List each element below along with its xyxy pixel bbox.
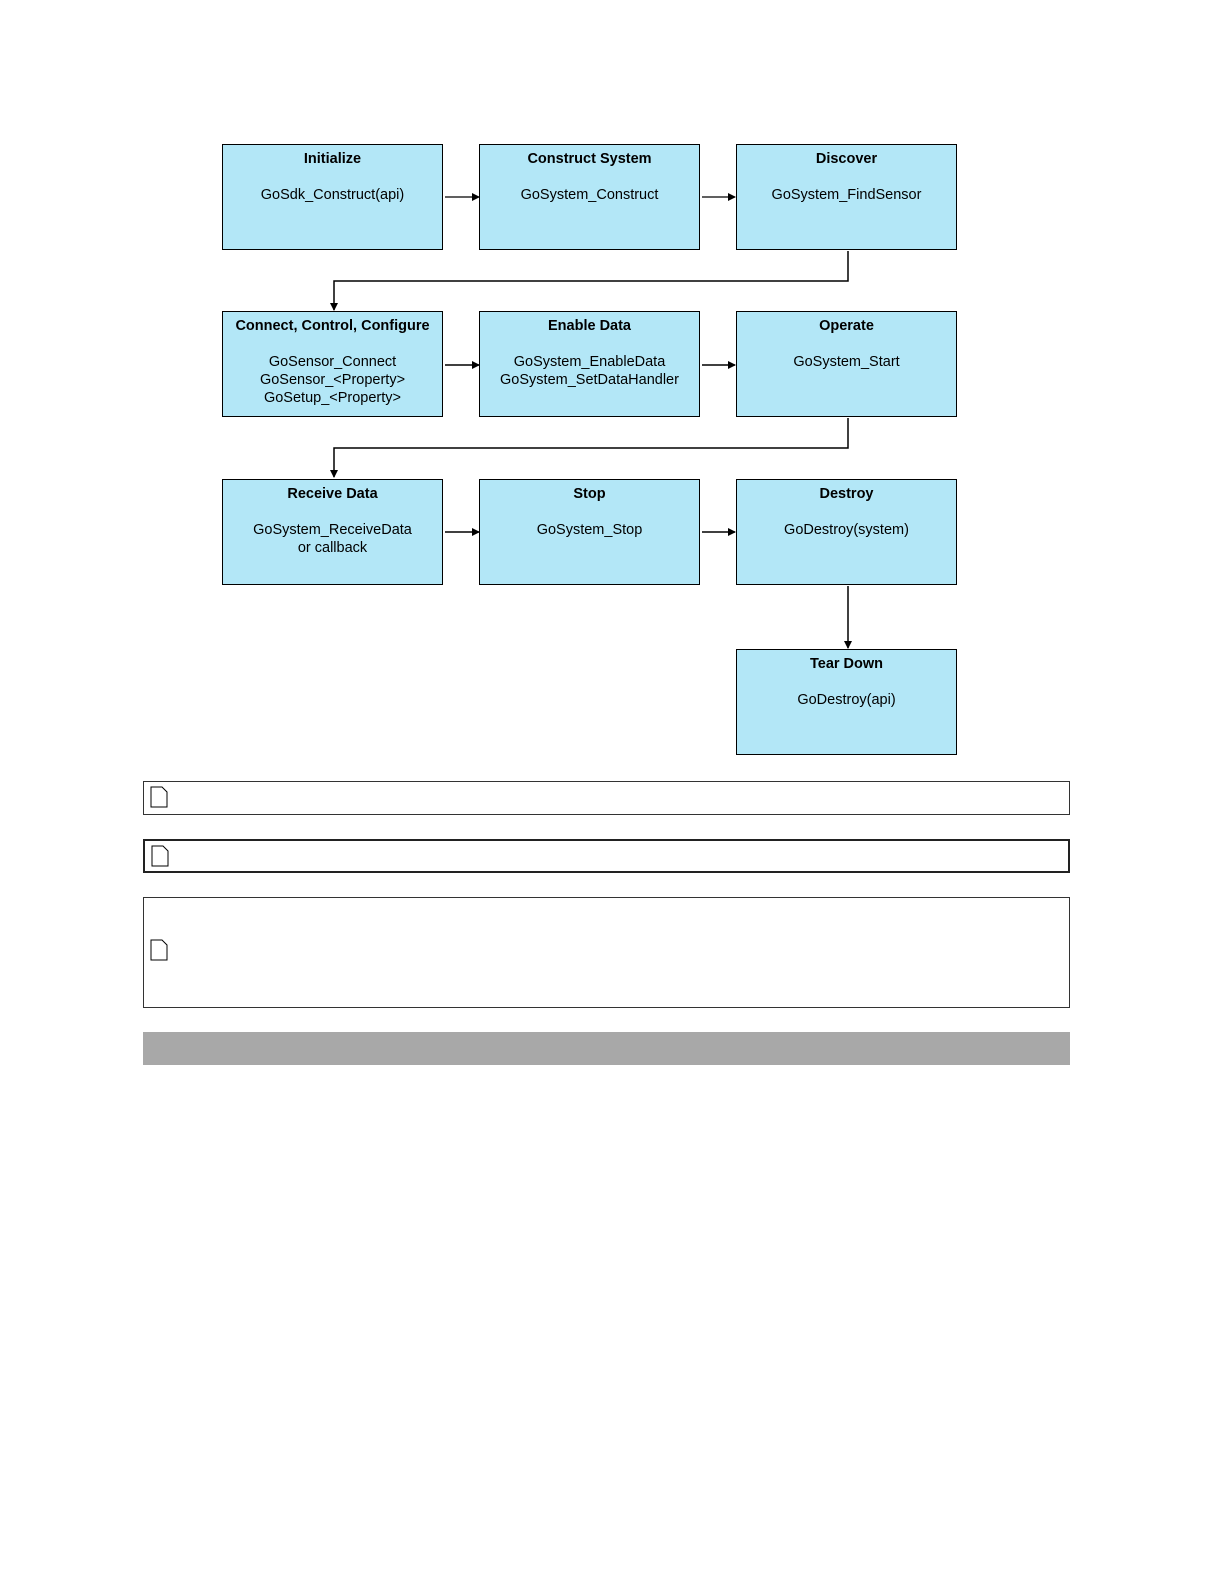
- step-code-line: GoSystem_FindSensor: [771, 187, 922, 203]
- step-title: Operate: [819, 318, 874, 334]
- gray-section-bar: [143, 1032, 1070, 1065]
- step-code-line: GoSensor_Connect: [268, 354, 397, 370]
- step-initialize: Initialize GoSdk_Construct(api): [222, 144, 443, 250]
- step-code: GoSystem_Stop: [480, 521, 699, 539]
- step-destroy: Destroy GoDestroy(system): [736, 479, 957, 585]
- note-box-3: [143, 897, 1070, 1008]
- step-code: GoSystem_ReceiveData or callback: [223, 521, 442, 557]
- step-code-line: GoSystem_ReceiveData: [253, 522, 412, 538]
- step-enable-data: Enable Data GoSystem_EnableData GoSystem…: [479, 311, 700, 417]
- step-code-line: GoSensor_<Property>: [259, 372, 406, 388]
- step-code: GoSystem_Construct: [480, 186, 699, 204]
- step-code-line: GoDestroy(api): [797, 692, 896, 708]
- step-code-line: GoSystem_Stop: [536, 522, 643, 538]
- step-code: GoSystem_FindSensor: [737, 186, 956, 204]
- step-code-line: or callback: [297, 540, 368, 556]
- arrow-discover-to-connect: [330, 251, 849, 311]
- step-code-line: GoSystem_Construct: [520, 187, 659, 203]
- step-connect-control-configure: Connect, Control, Configure GoSensor_Con…: [222, 311, 443, 417]
- step-code: GoSdk_Construct(api): [223, 186, 442, 204]
- step-discover: Discover GoSystem_FindSensor: [736, 144, 957, 250]
- step-code: GoSystem_Start: [737, 353, 956, 371]
- step-title: Construct System: [527, 151, 652, 167]
- step-code: GoDestroy(api): [737, 691, 956, 709]
- step-title: Stop: [573, 486, 606, 502]
- step-operate: Operate GoSystem_Start: [736, 311, 957, 417]
- step-code: GoDestroy(system): [737, 521, 956, 539]
- step-construct-system: Construct System GoSystem_Construct: [479, 144, 700, 250]
- step-title: Destroy: [819, 486, 874, 502]
- note-icon: [150, 939, 168, 961]
- step-code: GoSensor_Connect GoSensor_<Property> GoS…: [223, 353, 442, 407]
- step-title: Enable Data: [548, 318, 631, 334]
- step-code-line: GoDestroy(system): [784, 522, 909, 538]
- step-tear-down: Tear Down GoDestroy(api): [736, 649, 957, 755]
- step-title: Receive Data: [287, 486, 378, 502]
- step-stop: Stop GoSystem_Stop: [479, 479, 700, 585]
- note-box-1: [143, 781, 1070, 815]
- step-code-line: GoSystem_EnableData: [513, 354, 666, 370]
- step-title: Connect, Control, Configure: [235, 318, 430, 334]
- step-code: GoSystem_EnableData GoSystem_SetDataHand…: [480, 353, 699, 389]
- step-code-line: GoSystem_SetDataHandler: [500, 372, 679, 388]
- note-icon: [151, 845, 169, 867]
- step-code-line: GoSetup_<Property>: [263, 390, 402, 406]
- step-title: Initialize: [303, 151, 362, 167]
- step-code-line: GoSystem_Start: [793, 354, 900, 370]
- step-code-line: GoSdk_Construct(api): [260, 187, 405, 203]
- note-box-2: [143, 839, 1070, 873]
- arrow-operate-to-receive: [330, 418, 849, 478]
- step-title: Discover: [815, 151, 878, 167]
- step-receive-data: Receive Data GoSystem_ReceiveData or cal…: [222, 479, 443, 585]
- step-title: Tear Down: [809, 656, 884, 672]
- note-icon: [150, 786, 168, 808]
